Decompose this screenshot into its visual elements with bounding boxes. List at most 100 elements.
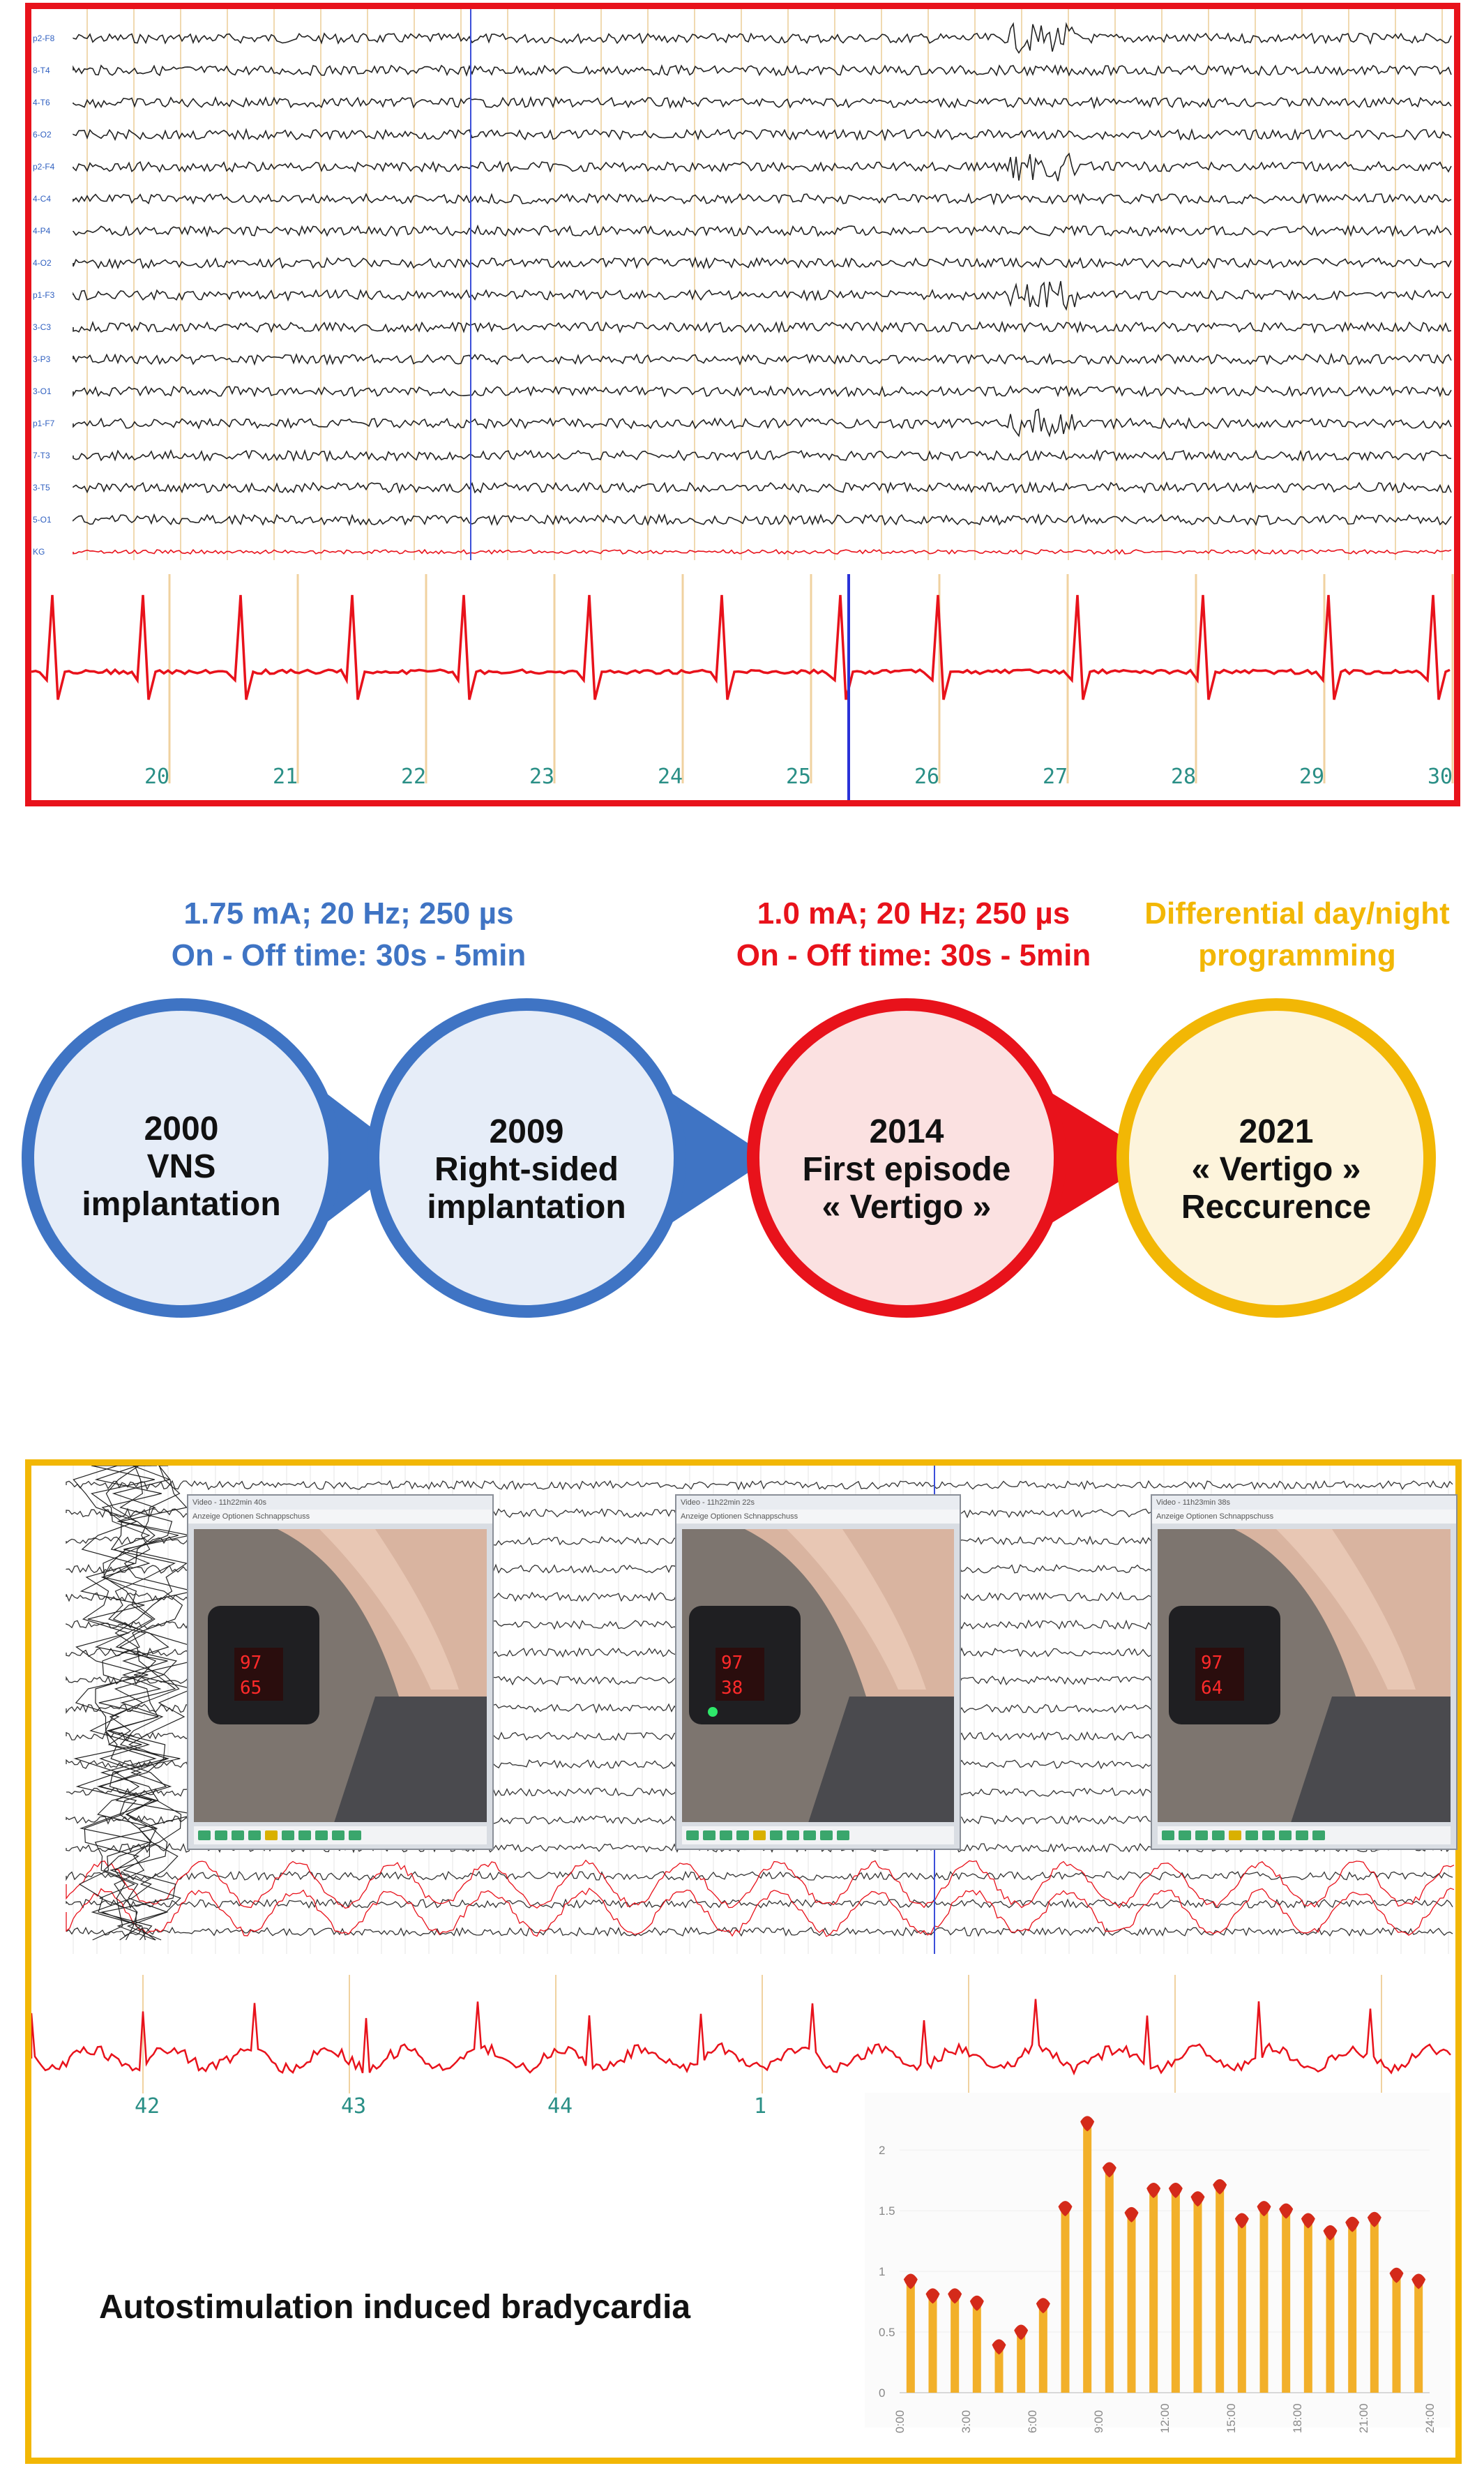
video-controls[interactable] bbox=[194, 1826, 487, 1844]
step-back-icon[interactable] bbox=[720, 1830, 732, 1840]
video-controls[interactable] bbox=[682, 1826, 954, 1844]
ecg-channel-trace bbox=[66, 1859, 1455, 1909]
timeline-circles bbox=[22, 998, 1436, 1318]
step-back-icon[interactable] bbox=[232, 1830, 244, 1840]
video-menu[interactable]: Anzeige Optionen Schnappschuss bbox=[188, 1510, 492, 1524]
bar-marker bbox=[1389, 2267, 1404, 2283]
ecg-second-label: 24 bbox=[658, 765, 683, 789]
bar-marker bbox=[1301, 2213, 1315, 2229]
rewind-icon[interactable] bbox=[1179, 1830, 1191, 1840]
rewind-icon[interactable] bbox=[703, 1830, 716, 1840]
circle-2000-text: 2000 VNS implantation bbox=[56, 1111, 307, 1224]
play-icon[interactable] bbox=[770, 1830, 782, 1840]
circle-2009-text: 2009 Right-sided implantation bbox=[401, 1113, 652, 1226]
video-controls[interactable] bbox=[1158, 1826, 1451, 1844]
ecg-second-label: 21 bbox=[273, 765, 298, 789]
ecg-second-label: 27 bbox=[1043, 765, 1068, 789]
play-icon[interactable] bbox=[1246, 1830, 1258, 1840]
bar bbox=[1127, 2216, 1136, 2393]
video-window-1[interactable]: Video - 11h22min 40s Anzeige Optionen Sc… bbox=[187, 1494, 494, 1850]
channel-label: 8-T4 bbox=[33, 66, 50, 75]
param-line1: 1.0 mA; 20 Hz; 250 µs bbox=[757, 896, 1070, 931]
param-line2: On - Off time: 30s - 5min bbox=[736, 938, 1091, 972]
video-menu[interactable]: Anzeige Optionen Schnappschuss bbox=[676, 1510, 960, 1524]
x-tick-label: 0:00 bbox=[893, 2410, 907, 2433]
back-icon[interactable] bbox=[1212, 1830, 1225, 1840]
bar bbox=[1303, 2222, 1312, 2393]
fast-forward-icon[interactable] bbox=[332, 1830, 344, 1840]
ecg-second-label: 22 bbox=[401, 765, 426, 789]
video-menu[interactable]: Anzeige Optionen Schnappschuss bbox=[1152, 1510, 1456, 1524]
step-forward-icon[interactable] bbox=[315, 1830, 328, 1840]
artifact-trace bbox=[90, 1466, 168, 1941]
play-icon[interactable] bbox=[282, 1830, 294, 1840]
circle-2021-text: 2021 « Vertigo » Reccurence bbox=[1144, 1113, 1409, 1226]
ecg-channel-trace bbox=[73, 548, 1452, 555]
video-window-3[interactable]: Video - 11h23min 38s Anzeige Optionen Sc… bbox=[1151, 1494, 1458, 1850]
channel-label: p2-F8 bbox=[33, 33, 55, 43]
eeg-channel-trace bbox=[73, 128, 1452, 142]
bar-marker bbox=[1411, 2273, 1426, 2289]
eeg-traces: p2-F88-T44-T66-O2p2-F44-C44-P44-O2p1-F33… bbox=[33, 9, 1452, 560]
ecg-waveform bbox=[31, 594, 1451, 700]
last-frame-icon[interactable] bbox=[349, 1830, 361, 1840]
bar-marker bbox=[1323, 2225, 1338, 2241]
bar-marker bbox=[948, 2288, 962, 2304]
bar-marker bbox=[1367, 2211, 1381, 2227]
y-tick-label: 0 bbox=[879, 2386, 885, 2400]
eeg-channel-trace bbox=[73, 64, 1452, 77]
forward-icon[interactable] bbox=[1262, 1830, 1275, 1840]
x-tick-label: 21:00 bbox=[1357, 2403, 1370, 2433]
pause-icon[interactable] bbox=[1229, 1830, 1241, 1840]
channel-label: p1-F7 bbox=[33, 419, 55, 428]
first-frame-icon[interactable] bbox=[686, 1830, 699, 1840]
eeg-channel-trace bbox=[73, 408, 1452, 438]
back-icon[interactable] bbox=[736, 1830, 749, 1840]
channel-label: KG bbox=[33, 547, 45, 557]
y-tick-label: 1 bbox=[879, 2265, 885, 2278]
bar bbox=[994, 2349, 1004, 2393]
forward-icon[interactable] bbox=[298, 1830, 311, 1840]
last-frame-icon[interactable] bbox=[837, 1830, 849, 1840]
channel-label: 4-T6 bbox=[33, 98, 50, 107]
channel-label: p1-F3 bbox=[33, 290, 55, 300]
pause-icon[interactable] bbox=[265, 1830, 278, 1840]
bar-marker bbox=[1168, 2183, 1183, 2199]
step-forward-icon[interactable] bbox=[803, 1830, 816, 1840]
video-window-2[interactable]: Video - 11h22min 22s Anzeige Optionen Sc… bbox=[675, 1494, 961, 1850]
forward-icon[interactable] bbox=[787, 1830, 799, 1840]
spo2-reading: 97 bbox=[240, 1653, 262, 1674]
x-tick-label: 15:00 bbox=[1225, 2403, 1238, 2433]
bar bbox=[1237, 2222, 1246, 2393]
bar bbox=[1370, 2221, 1379, 2393]
first-frame-icon[interactable] bbox=[198, 1830, 211, 1840]
bar-marker bbox=[1234, 2213, 1249, 2229]
rewind-icon[interactable] bbox=[215, 1830, 227, 1840]
bar bbox=[1061, 2211, 1070, 2393]
pause-icon[interactable] bbox=[753, 1830, 766, 1840]
step-forward-icon[interactable] bbox=[1279, 1830, 1292, 1840]
bar bbox=[1348, 2226, 1357, 2393]
ecg-second-label: 23 bbox=[529, 765, 554, 789]
bar bbox=[928, 2298, 937, 2393]
bar-marker bbox=[1190, 2191, 1205, 2207]
fast-forward-icon[interactable] bbox=[820, 1830, 833, 1840]
eeg-channel-trace bbox=[73, 449, 1452, 462]
artifact-trace bbox=[112, 1466, 197, 1941]
step-back-icon[interactable] bbox=[1195, 1830, 1208, 1840]
back-icon[interactable] bbox=[248, 1830, 261, 1840]
first-frame-icon[interactable] bbox=[1162, 1830, 1174, 1840]
timeline-circle bbox=[22, 998, 341, 1318]
circle-2014-text: 2014 First episode « Vertigo » bbox=[774, 1113, 1039, 1226]
bar-marker bbox=[1146, 2183, 1161, 2199]
video-title: Video - 11h22min 22s bbox=[676, 1496, 960, 1510]
fast-forward-icon[interactable] bbox=[1296, 1830, 1308, 1840]
bar bbox=[1282, 2213, 1291, 2393]
timeline-circle bbox=[1116, 998, 1436, 1318]
channel-label: 3-O1 bbox=[33, 386, 52, 396]
last-frame-icon[interactable] bbox=[1312, 1830, 1325, 1840]
bar bbox=[1149, 2193, 1158, 2393]
